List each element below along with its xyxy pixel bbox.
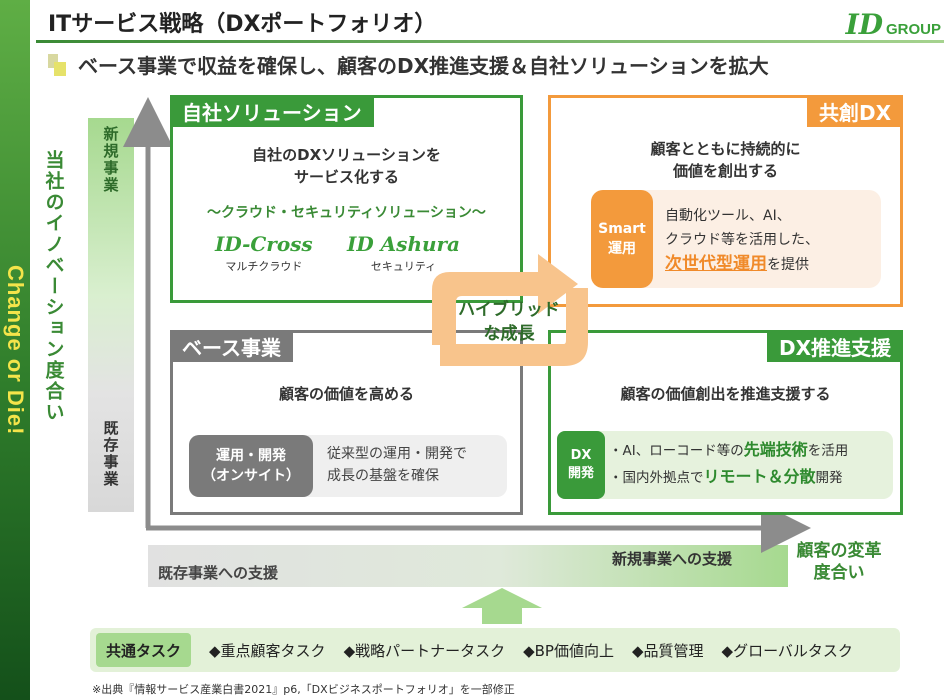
product-caption: セキュリティ [370,260,437,273]
common-task-item: ◆BP価値向上 [523,641,614,660]
common-task-item: ◆グローバルタスク [721,641,853,660]
onsite-desc-line1: 従来型の運用・開発で [327,446,467,462]
vertical-top-text: 新規事業 [101,126,120,194]
onsite-tag-line2: （オンサイト） [202,468,300,484]
up-arrow-icon [462,588,542,624]
common-task-item: ◆品質管理 [631,641,704,660]
subtitle-bullet-icon [48,52,70,78]
horizontal-axis-band [148,545,788,587]
horizontal-axis-title-line1: 顧客の変革 [796,541,882,561]
vertical-axis-bottom-label: 既存事業 [88,420,134,488]
source-note: ※出典『情報サービス産業白書2021』p6,「DXビジネスポートフォリオ」を一部… [92,683,515,696]
logo-mark: ID [845,8,883,41]
smart-desc-suffix: を提供 [767,257,809,273]
vertical-axis-title: 当社のイノベーション度合い [40,150,68,490]
own-solution-tagline: ～クラウド・セキュリティソリューション～ [207,205,486,221]
own-solution-header: 自社ソリューション [170,95,374,127]
subtitle-text: ベース事業で収益を確保し、顧客のDX推進支援＆自社ソリューションを拡大 [78,54,769,78]
common-tasks-label: 共通タスク [96,633,192,667]
co-creation-lead-line2: 価値を創出する [672,162,778,180]
dx-dev-card [557,431,893,499]
dx-bullet-2: ・国内外拠点でリモート＆分散開発 [609,464,848,491]
vertical-bottom-text: 既存事業 [101,420,120,488]
common-task-item: ◆戦略パートナータスク [343,641,506,660]
smart-desc-line2: クラウド等を活用した、 [665,232,819,248]
dx-bullet-1-prefix: ・AI、ローコード等の [609,443,744,459]
product-caption: マルチクラウド [225,260,303,273]
co-creation-lead: 顧客とともに持続的に 価値を創出する [551,138,900,182]
company-logo: ID GROUP [846,8,941,41]
product-id-ashura: ID Ashura セキュリティ [347,232,460,274]
smart-tag-line1: Smart [598,221,646,237]
dx-bullet-1: ・AI、ローコード等の先端技術を活用 [609,437,848,464]
onsite-tag-line1: 運用・開発 [216,448,286,464]
onsite-desc-line2: 成長の基盤を確保 [327,468,439,484]
smart-desc-highlight: 次世代型運用 [665,254,767,274]
product-logo: ID Ashura [347,232,461,256]
co-creation-box: 共創DX 顧客とともに持続的に 価値を創出する Smart 運用 自動化ツール、… [548,95,903,307]
hybrid-growth-label: ハイブリッド な成長 [444,298,574,346]
own-solution-lead-line1: 自社のDXソリューションを [252,146,441,164]
dx-support-box: DX推進支援 顧客の価値創出を推進支援する DX 開発 ・AI、ローコード等の先… [548,330,903,515]
dx-support-header: DX推進支援 [766,330,903,362]
smart-desc-line1: 自動化ツール、AI、 [665,208,791,224]
subtitle: ベース事業で収益を確保し、顧客のDX推進支援＆自社ソリューションを拡大 [48,50,769,79]
vertical-axis-title-text: 当社のイノベーション度合い [42,150,65,423]
smart-tag-line2: 運用 [608,241,636,257]
co-creation-lead-line1: 顧客とともに持続的に [650,140,801,158]
product-logo: ID-Cross [215,232,313,256]
side-band [0,0,30,700]
smart-ops-tag: Smart 運用 [591,190,653,288]
product-id-cross: ID-Cross マルチクラウド [215,232,313,274]
logo-text: GROUP [885,21,941,38]
common-tasks-bar: 共通タスク ◆重点顧客タスク ◆戦略パートナータスク ◆BP価値向上 ◆品質管理… [90,628,900,672]
slogan-text: Change or Die! [3,264,28,436]
dx-dev-description: ・AI、ローコード等の先端技術を活用 ・国内外拠点でリモート＆分散開発 [609,437,848,491]
vertical-axis-top-label: 新規事業 [88,126,134,194]
dx-tag-line1: DX [570,448,592,463]
co-creation-header: 共創DX [806,95,903,127]
vertical-axis-band [88,118,134,512]
base-business-header: ベース事業 [170,330,293,362]
dx-tag-line2: 開発 [567,466,594,481]
onsite-tag: 運用・開発 （オンサイト） [189,435,313,497]
horizontal-axis-title: 顧客の変革 度合い [790,540,888,584]
base-business-lead: 顧客の価値を高める [278,385,414,403]
dx-bullet-2-highlight: リモート＆分散 [703,467,816,486]
base-business-box: ベース事業 顧客の価値を高める 運用・開発 （オンサイト） 従来型の運用・開発で… [170,330,523,515]
horizontal-axis-left-label: 既存事業への支援 [158,564,279,582]
dx-bullet-1-highlight: 先端技術 [743,440,808,459]
own-solution-lead-line2: サービス化する [293,168,399,186]
hybrid-growth-arrow-icon [432,254,588,366]
onsite-description: 従来型の運用・開発で 成長の基盤を確保 [327,443,467,487]
dx-bullet-2-suffix: 開発 [815,470,843,486]
smart-ops-description: 自動化ツール、AI、 クラウド等を活用した、 次世代型運用を提供 [665,204,819,277]
smart-desc-line3: 次世代型運用を提供 [665,252,819,277]
page-title: ITサービス戦略（DXポートフォリオ） [48,12,437,37]
title-bar: ITサービス戦略（DXポートフォリオ） [36,4,826,40]
dx-bullet-2-prefix: ・国内外拠点で [609,470,704,486]
horizontal-axis-right-label: 新規事業への支援 [612,550,733,568]
dx-dev-tag: DX 開発 [557,431,605,499]
title-underline [36,40,944,43]
common-task-item: ◆重点顧客タスク [209,641,326,660]
own-solution-lead: 自社のDXソリューションを サービス化する [173,144,520,188]
own-solution-box: 自社ソリューション 自社のDXソリューションを サービス化する ～クラウド・セキ… [170,95,523,303]
horizontal-axis-title-line2: 度合い [813,563,865,583]
dx-bullet-1-suffix: を活用 [807,443,849,459]
hybrid-label-line2: な成長 [483,324,535,344]
slogan: Change or Die! [0,0,30,700]
dx-support-lead: 顧客の価値創出を推進支援する [620,385,831,403]
hybrid-label-line1: ハイブリッド [458,300,560,320]
